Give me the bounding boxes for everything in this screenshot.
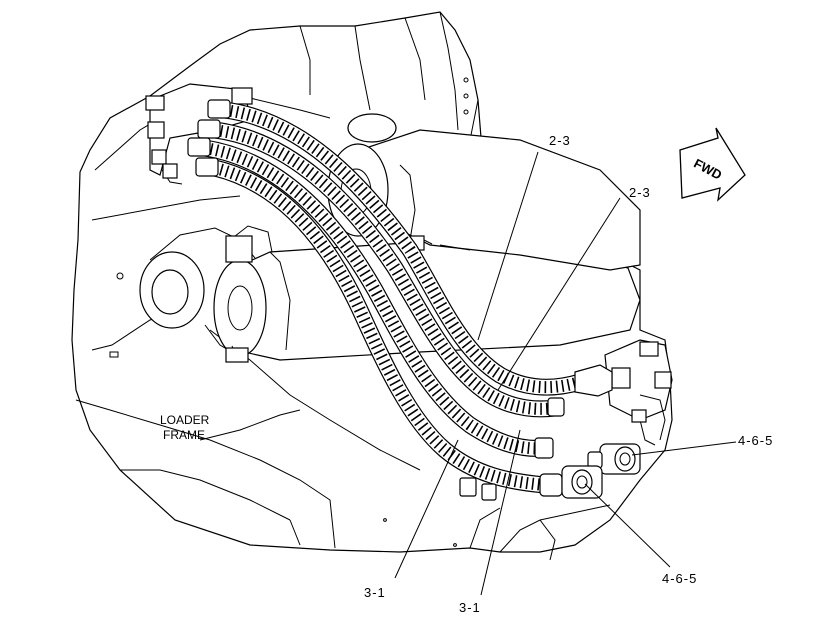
frame-label-line2: FRAME [163, 428, 205, 442]
callout-right-4-6-5-a: 4-6-5 [738, 433, 773, 448]
frame-label-line1: LOADER [160, 413, 210, 427]
hose-4 [206, 159, 554, 494]
hose-3 [196, 139, 554, 457]
callout-upper-2-3-b: 2-3 [629, 185, 651, 200]
callout-lower-3-1-a: 3-1 [364, 585, 386, 600]
leader-lower-3-1-a [394, 439, 459, 579]
hose-1 [216, 101, 589, 396]
callout-lower-3-1-b: 3-1 [459, 600, 481, 615]
callout-right-4-6-5-b: 4-6-5 [662, 571, 697, 586]
leader-upper-2-3-b [497, 197, 621, 391]
forward-direction-arrow: FWD [679, 127, 746, 202]
left-pivot-boss [139, 227, 256, 361]
right-valve-block [604, 339, 673, 446]
leader-right-4-6-5-b [584, 483, 671, 568]
leader-upper-2-3-a [477, 151, 539, 341]
hose-2 [206, 121, 564, 418]
flange-fitting-lower [561, 465, 603, 499]
flange-fitting-upper [587, 443, 641, 475]
callout-upper-2-3-a: 2-3 [549, 133, 571, 148]
leader-lower-3-1-b [480, 429, 521, 596]
right-hose-fittings [459, 364, 641, 501]
lower-cylinder [213, 225, 641, 363]
left-hose-fittings [187, 99, 231, 177]
frame-label: LOADER FRAME [160, 413, 210, 442]
leader-right-4-6-5-a [631, 441, 737, 456]
fwd-label: FWD [691, 156, 724, 183]
callout-labels: 2-3 2-3 4-6-5 4-6-5 3-1 3-1 [364, 133, 773, 615]
hydraulic-hoses [196, 101, 589, 494]
leader-lines [394, 151, 737, 596]
